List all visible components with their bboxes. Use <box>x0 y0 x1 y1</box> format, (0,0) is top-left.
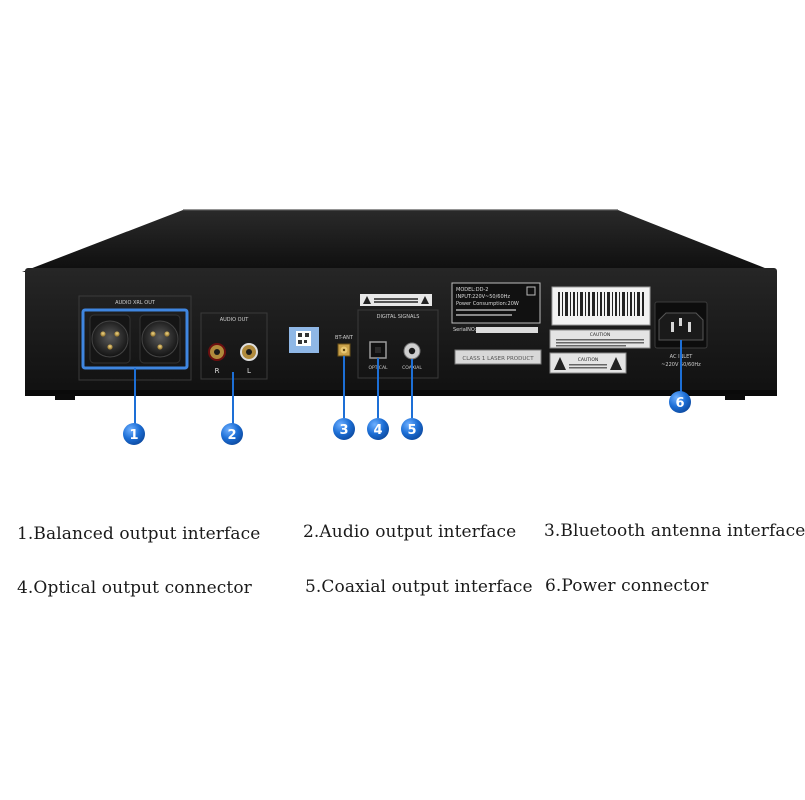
laser-class-label: CLASS 1 LASER PRODUCT <box>462 356 534 362</box>
xlr-label: AUDIO XRL OUT <box>115 300 156 306</box>
model-line: MODEL:DD-2 <box>456 287 488 293</box>
caution-title: CAUTION <box>590 332 611 338</box>
power-line: Power Consumption:20W <box>456 301 519 307</box>
rca-right-jack[interactable] <box>208 343 226 361</box>
svg-text:4: 4 <box>373 423 382 438</box>
callout-2: 2 <box>221 423 243 445</box>
callout-5: 5 <box>401 418 423 440</box>
svg-text:3: 3 <box>339 423 348 438</box>
coaxial-output-connector[interactable] <box>403 342 421 360</box>
rca-left-jack[interactable] <box>240 343 258 361</box>
callout-6: 6 <box>669 391 691 413</box>
svg-text:1: 1 <box>129 428 138 443</box>
svg-text:6: 6 <box>675 396 684 411</box>
xlr-connector-1[interactable] <box>89 314 131 364</box>
svg-text:5: 5 <box>407 423 416 438</box>
caption-optical-output: 4.Optical output connector <box>17 578 252 598</box>
optical-output-connector[interactable] <box>369 341 387 359</box>
caption-power-connector: 6.Power connector <box>545 576 709 596</box>
left-channel-mark: L <box>247 367 251 375</box>
callout-1: 1 <box>123 423 145 445</box>
input-line: INPUT:220V~50/60Hz <box>456 294 510 300</box>
right-channel-mark: R <box>215 367 220 375</box>
callout-3: 3 <box>333 418 355 440</box>
digital-signals-frame <box>357 309 439 379</box>
power-inlet-connector[interactable] <box>654 301 708 349</box>
serial-label: SerialNO: <box>453 327 477 333</box>
rating-label <box>451 282 541 324</box>
xlr-connector-2[interactable] <box>139 314 181 364</box>
antenna-label: BT-ANT <box>335 335 354 341</box>
digital-signals-label: DIGITAL SIGNALS <box>377 314 420 320</box>
laser-class-sticker <box>454 349 542 365</box>
audio-out-label: AUDIO OUT <box>220 317 250 323</box>
callout-4: 4 <box>367 418 389 440</box>
svg-text:2: 2 <box>227 428 236 443</box>
caption-audio-output: 2.Audio output interface <box>303 522 517 542</box>
bluetooth-antenna-connector[interactable] <box>337 343 351 357</box>
caption-balanced-output: 1.Balanced output interface <box>17 524 261 544</box>
caption-coaxial-output: 5.Coaxial output interface <box>305 577 533 597</box>
warning-title: CAUTION <box>578 357 599 363</box>
caption-bluetooth-antenna: 3.Bluetooth antenna interface <box>544 521 805 541</box>
chassis-top <box>22 210 775 272</box>
